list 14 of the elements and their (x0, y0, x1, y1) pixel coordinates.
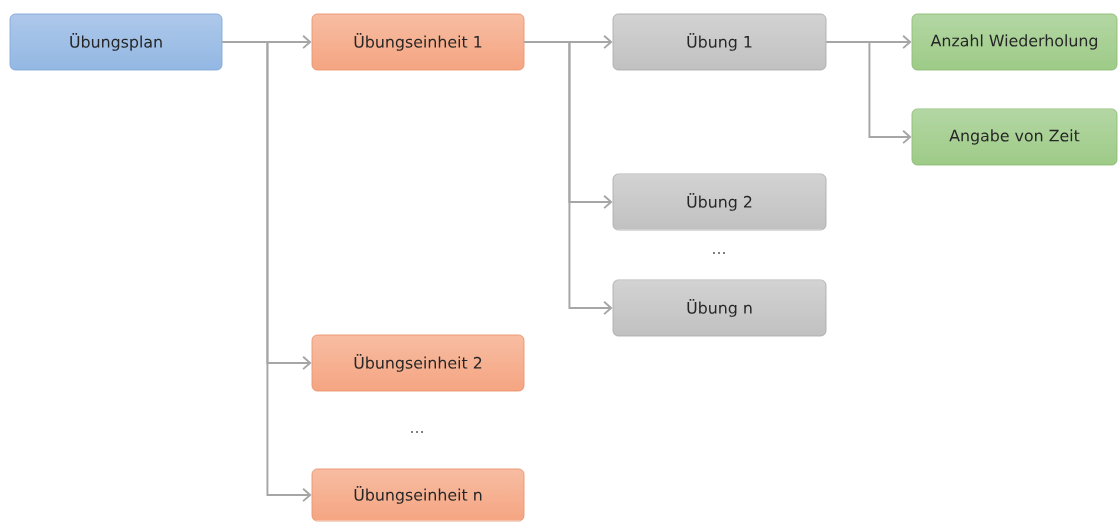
unit-box: Übungseinheit 1 (311, 13, 525, 71)
exercise-box: Übung 1 (612, 13, 827, 71)
detail-box: Angabe von Zeit (911, 108, 1118, 166)
root-box: Übungsplan (9, 13, 223, 71)
arrow (825, 41, 912, 145)
arrow (221, 41, 312, 503)
ellipsis-label: ... (713, 252, 725, 254)
exercise-box: Übung 2 (612, 173, 827, 231)
ellipsis-label: ... (411, 431, 423, 433)
unit-box: Übungseinheit n (311, 468, 525, 522)
arrow (523, 41, 613, 316)
exercise-box: Übung n (612, 279, 827, 337)
unit-box: Übungseinheit 2 (311, 334, 525, 392)
detail-box: Anzahl Wiederholung (911, 13, 1118, 71)
